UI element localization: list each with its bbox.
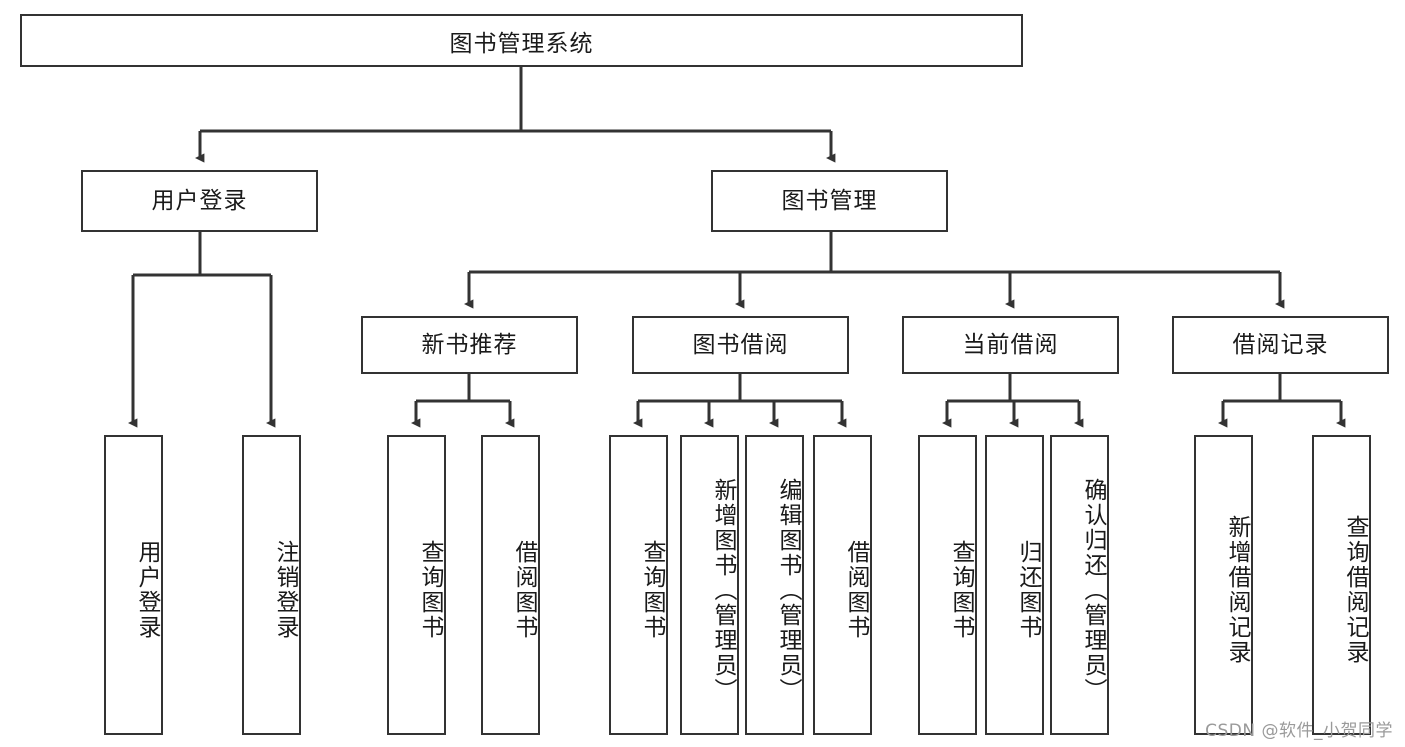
watermark: CSDN @软件_小贺同学 xyxy=(1205,721,1393,741)
node-leaf-add-record-label: 新增借阅记录 xyxy=(1224,515,1250,665)
node-root[interactable]: 图书管理系统 xyxy=(20,14,1023,67)
node-leaf-query-book-2[interactable]: 查询图书 xyxy=(609,435,668,735)
node-new-book-rec[interactable]: 新书推荐 xyxy=(361,316,578,374)
node-book-manage[interactable]: 图书管理 xyxy=(711,170,948,232)
node-leaf-borrow-book-2-label: 借阅图书 xyxy=(843,540,869,640)
node-current-borrow-label: 当前借阅 xyxy=(962,331,1059,358)
node-leaf-add-book-label: 新增图书（管理员） xyxy=(710,477,736,703)
node-leaf-query-book-3-label: 查询图书 xyxy=(948,540,974,640)
node-leaf-query-record-label: 查询借阅记录 xyxy=(1342,515,1368,665)
node-root-label: 图书管理系统 xyxy=(449,30,594,57)
node-leaf-user-login-label: 用户登录 xyxy=(134,540,160,640)
node-leaf-logout-label: 注销登录 xyxy=(272,540,298,640)
node-leaf-confirm-return-label: 确认归还（管理员） xyxy=(1080,477,1106,703)
node-borrow-record-label: 借阅记录 xyxy=(1232,331,1329,358)
node-leaf-query-book-1[interactable]: 查询图书 xyxy=(387,435,446,735)
node-leaf-edit-book[interactable]: 编辑图书（管理员） xyxy=(745,435,804,735)
node-leaf-return-book-label: 归还图书 xyxy=(1015,540,1041,640)
node-borrow-record[interactable]: 借阅记录 xyxy=(1172,316,1389,374)
node-user-login-label: 用户登录 xyxy=(151,187,248,214)
node-leaf-borrow-book-2[interactable]: 借阅图书 xyxy=(813,435,872,735)
node-leaf-add-record[interactable]: 新增借阅记录 xyxy=(1194,435,1253,735)
node-book-borrow-label: 图书借阅 xyxy=(692,331,789,358)
node-leaf-add-book[interactable]: 新增图书（管理员） xyxy=(680,435,739,735)
node-leaf-return-book[interactable]: 归还图书 xyxy=(985,435,1044,735)
node-leaf-query-book-1-label: 查询图书 xyxy=(417,540,443,640)
node-leaf-query-book-3[interactable]: 查询图书 xyxy=(918,435,977,735)
node-leaf-query-record[interactable]: 查询借阅记录 xyxy=(1312,435,1371,735)
node-leaf-edit-book-label: 编辑图书（管理员） xyxy=(775,477,801,703)
node-user-login[interactable]: 用户登录 xyxy=(81,170,318,232)
node-leaf-borrow-book-1[interactable]: 借阅图书 xyxy=(481,435,540,735)
node-leaf-logout[interactable]: 注销登录 xyxy=(242,435,301,735)
node-leaf-query-book-2-label: 查询图书 xyxy=(639,540,665,640)
node-book-manage-label: 图书管理 xyxy=(781,187,878,214)
node-leaf-confirm-return[interactable]: 确认归还（管理员） xyxy=(1050,435,1109,735)
node-leaf-user-login[interactable]: 用户登录 xyxy=(104,435,163,735)
node-new-book-rec-label: 新书推荐 xyxy=(421,331,518,358)
node-book-borrow[interactable]: 图书借阅 xyxy=(632,316,849,374)
node-leaf-borrow-book-1-label: 借阅图书 xyxy=(511,540,537,640)
node-current-borrow[interactable]: 当前借阅 xyxy=(902,316,1119,374)
